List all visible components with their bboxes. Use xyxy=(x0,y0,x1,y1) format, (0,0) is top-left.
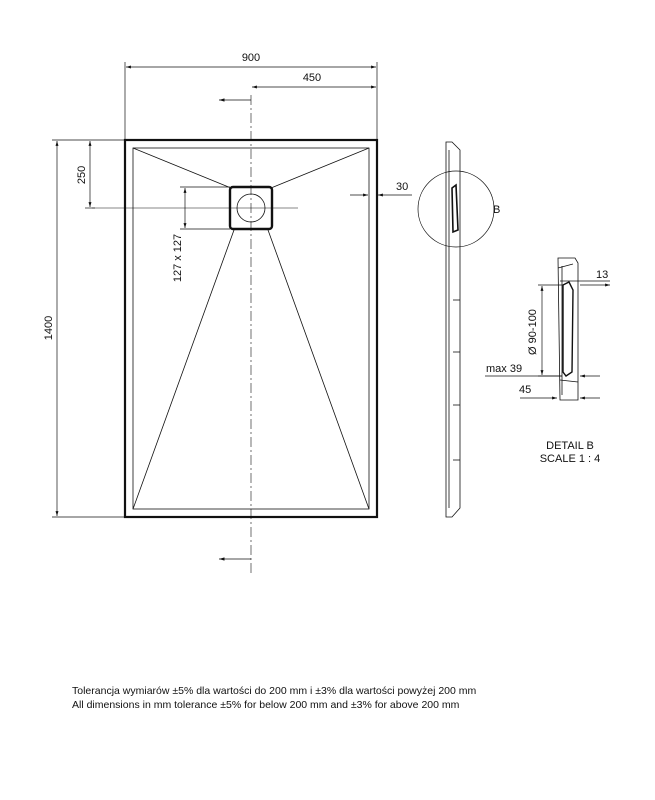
tolerance-note-pl: Tolerancja wymiarów ±5% dla wartości do … xyxy=(72,685,477,697)
plan-view xyxy=(92,95,379,575)
label-half-width: 450 xyxy=(303,72,321,84)
tolerance-note-en: All dimensions in mm tolerance ±5% for b… xyxy=(72,699,460,711)
label-rim-width: 30 xyxy=(396,181,408,193)
detail-marker: B xyxy=(493,204,500,216)
detail-circle xyxy=(417,170,495,248)
dim-overall-length xyxy=(52,139,125,518)
detail-b-view xyxy=(557,257,579,401)
label-drain-size: 127 x 127 xyxy=(172,234,184,282)
side-section xyxy=(417,141,495,518)
dim-drain-offset xyxy=(85,141,95,209)
dim-overall-width xyxy=(124,62,378,140)
label-overall-length: 1400 xyxy=(43,316,55,340)
label-detail-max: max 39 xyxy=(486,363,522,375)
dim-detail-top xyxy=(560,280,610,287)
detail-title: DETAIL B xyxy=(546,440,594,452)
technical-drawing: 900 450 1400 250 127 x 127 30 B xyxy=(43,52,610,575)
label-drain-offset: 250 xyxy=(76,166,88,184)
label-detail-depth: 45 xyxy=(519,384,531,396)
label-detail-top: 13 xyxy=(596,269,608,281)
tolerance-notes: Tolerancja wymiarów ±5% dla wartości do … xyxy=(72,684,632,712)
dim-drain-size xyxy=(180,186,230,230)
label-detail-diameter: Ø 90-100 xyxy=(527,309,539,355)
detail-scale: SCALE 1 : 4 xyxy=(540,453,601,465)
label-overall-width: 900 xyxy=(242,52,260,64)
tray-inner-rim xyxy=(132,147,370,510)
